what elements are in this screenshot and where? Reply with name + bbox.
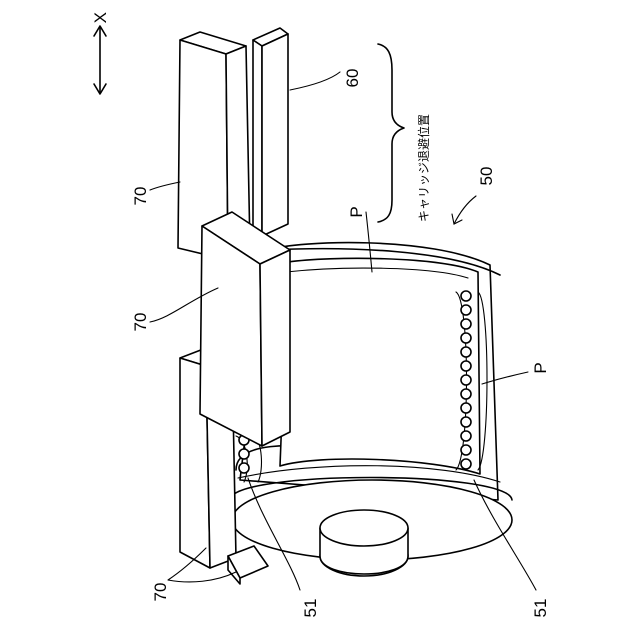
label-70-middle: 70 xyxy=(131,313,150,332)
bracket-retract-position xyxy=(378,44,404,222)
label-60: 60 xyxy=(343,69,362,88)
media-sheet-p xyxy=(280,258,480,474)
label-p-side: P xyxy=(531,362,550,373)
drum-shaft-end xyxy=(320,510,408,546)
label-p-top: P xyxy=(347,206,366,217)
label-50: 50 xyxy=(477,167,496,186)
axis-label-x: X xyxy=(91,12,110,23)
label-51-right: 51 xyxy=(531,599,550,618)
x-axis-arrow xyxy=(94,26,106,94)
annotation-retract: キャリッジ退避位置 xyxy=(416,114,431,222)
leader-70-top xyxy=(150,182,180,190)
label-70-top: 70 xyxy=(131,187,150,206)
label-70-bottom: 70 xyxy=(151,583,170,602)
arrow-50 xyxy=(452,196,476,224)
label-51-left: 51 xyxy=(301,599,320,618)
leader-60 xyxy=(290,72,340,90)
head-bar-middle xyxy=(200,212,290,446)
carriage-60 xyxy=(253,28,288,236)
svg-text:キャリッジ退避位置: キャリッジ退避位置 xyxy=(416,114,431,222)
